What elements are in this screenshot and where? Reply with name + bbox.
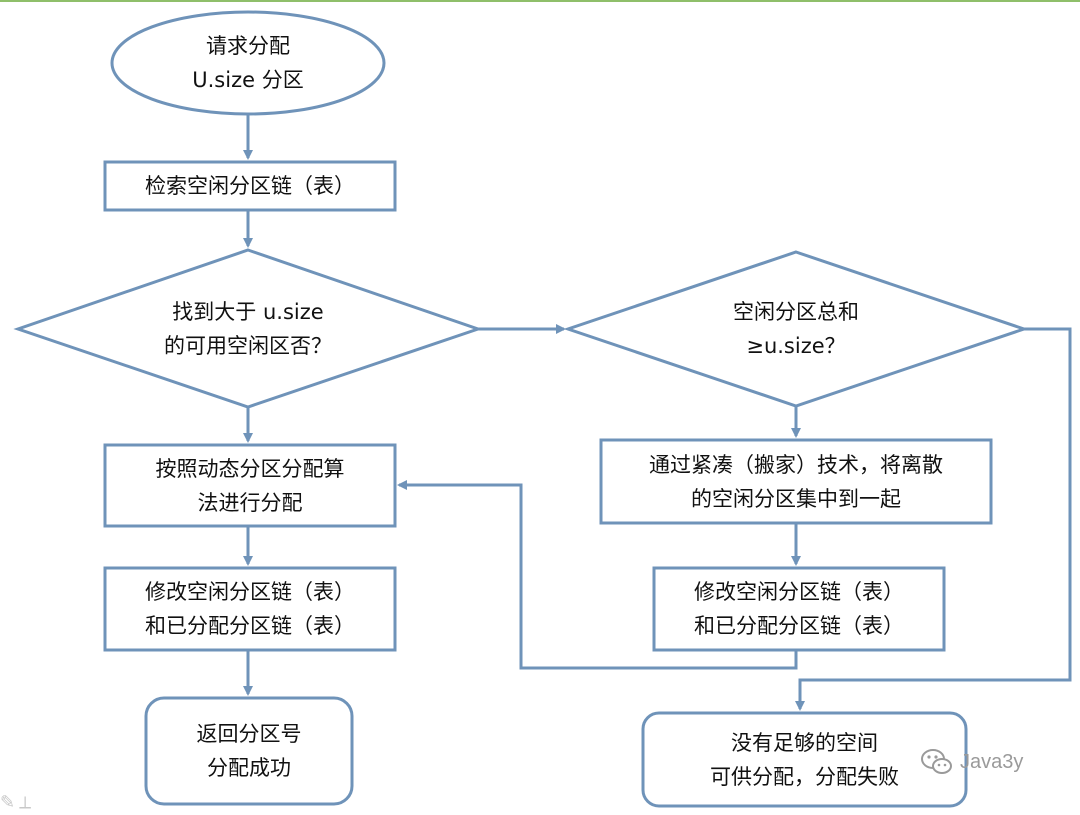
- allocate-line1: 按照动态分区分配算: [155, 456, 345, 481]
- arrow-total-no-to-fail: [795, 327, 1072, 711]
- fail-line1: 没有足够的空间: [731, 730, 878, 755]
- allocate-label: 按照动态分区分配算 法进行分配: [105, 445, 395, 526]
- modify-left-label: 修改空闲分区链（表） 和已分配分区链（表）: [105, 568, 395, 650]
- allocate-box: [103, 443, 397, 528]
- total-line1: 空闲分区总和: [733, 300, 859, 324]
- found-label: 找到大于 u.size 的可用空闲区否？: [98, 295, 398, 363]
- modify-left-box: [103, 566, 397, 652]
- search-line1: 检索空闲分区链（表）: [145, 174, 355, 198]
- corner-doodle-icon: ✎⟂: [0, 792, 36, 813]
- modify-right-box: [652, 566, 946, 652]
- watermark: Java3y: [920, 748, 1023, 776]
- start-line2: U.size 分区: [192, 68, 304, 92]
- compact-line1: 通过紧凑（搬家）技术，将离散: [649, 452, 943, 477]
- fail-label: 没有足够的空间 可供分配，分配失败: [643, 713, 966, 806]
- start-line1: 请求分配: [206, 34, 290, 58]
- modify-left-line1: 修改空闲分区链（表）: [145, 580, 355, 604]
- success-line2: 分配成功: [207, 756, 291, 780]
- arrow-modify-right-back-to-allocate: [397, 480, 798, 670]
- allocate-line2: 法进行分配: [197, 490, 303, 515]
- success-line1: 返回分区号: [196, 722, 302, 746]
- modify-right-line2: 和已分配分区链（表）: [694, 614, 904, 638]
- fail-box: [641, 711, 968, 808]
- top-border-line: [0, 0, 1080, 2]
- compact-box: [599, 438, 993, 525]
- compact-line2: 的空闲分区集中到一起: [691, 486, 901, 511]
- modify-left-line2: 和已分配分区链（表）: [145, 614, 355, 638]
- fail-line2: 可供分配，分配失败: [710, 764, 899, 789]
- found-line1: 找到大于 u.size: [172, 300, 324, 324]
- found-line2: 的可用空闲区否？: [164, 334, 332, 358]
- modify-right-line1: 修改空闲分区链（表）: [694, 580, 904, 604]
- success-label: 返回分区号 分配成功: [146, 698, 352, 804]
- success-box: [144, 696, 354, 806]
- wechat-icon: [921, 749, 952, 774]
- total-line2: ≥u.size？: [746, 334, 846, 358]
- start-label: 请求分配 U.size 分区: [112, 12, 384, 114]
- compact-label: 通过紧凑（搬家）技术，将离散 的空闲分区集中到一起: [601, 440, 991, 523]
- modify-right-label: 修改空闲分区链（表） 和已分配分区链（表）: [654, 568, 944, 650]
- search-label: 检索空闲分区链（表）: [105, 162, 395, 210]
- total-label: 空闲分区总和 ≥u.size？: [646, 295, 946, 363]
- watermark-text: Java3y: [960, 750, 1024, 773]
- search-box: [103, 160, 397, 212]
